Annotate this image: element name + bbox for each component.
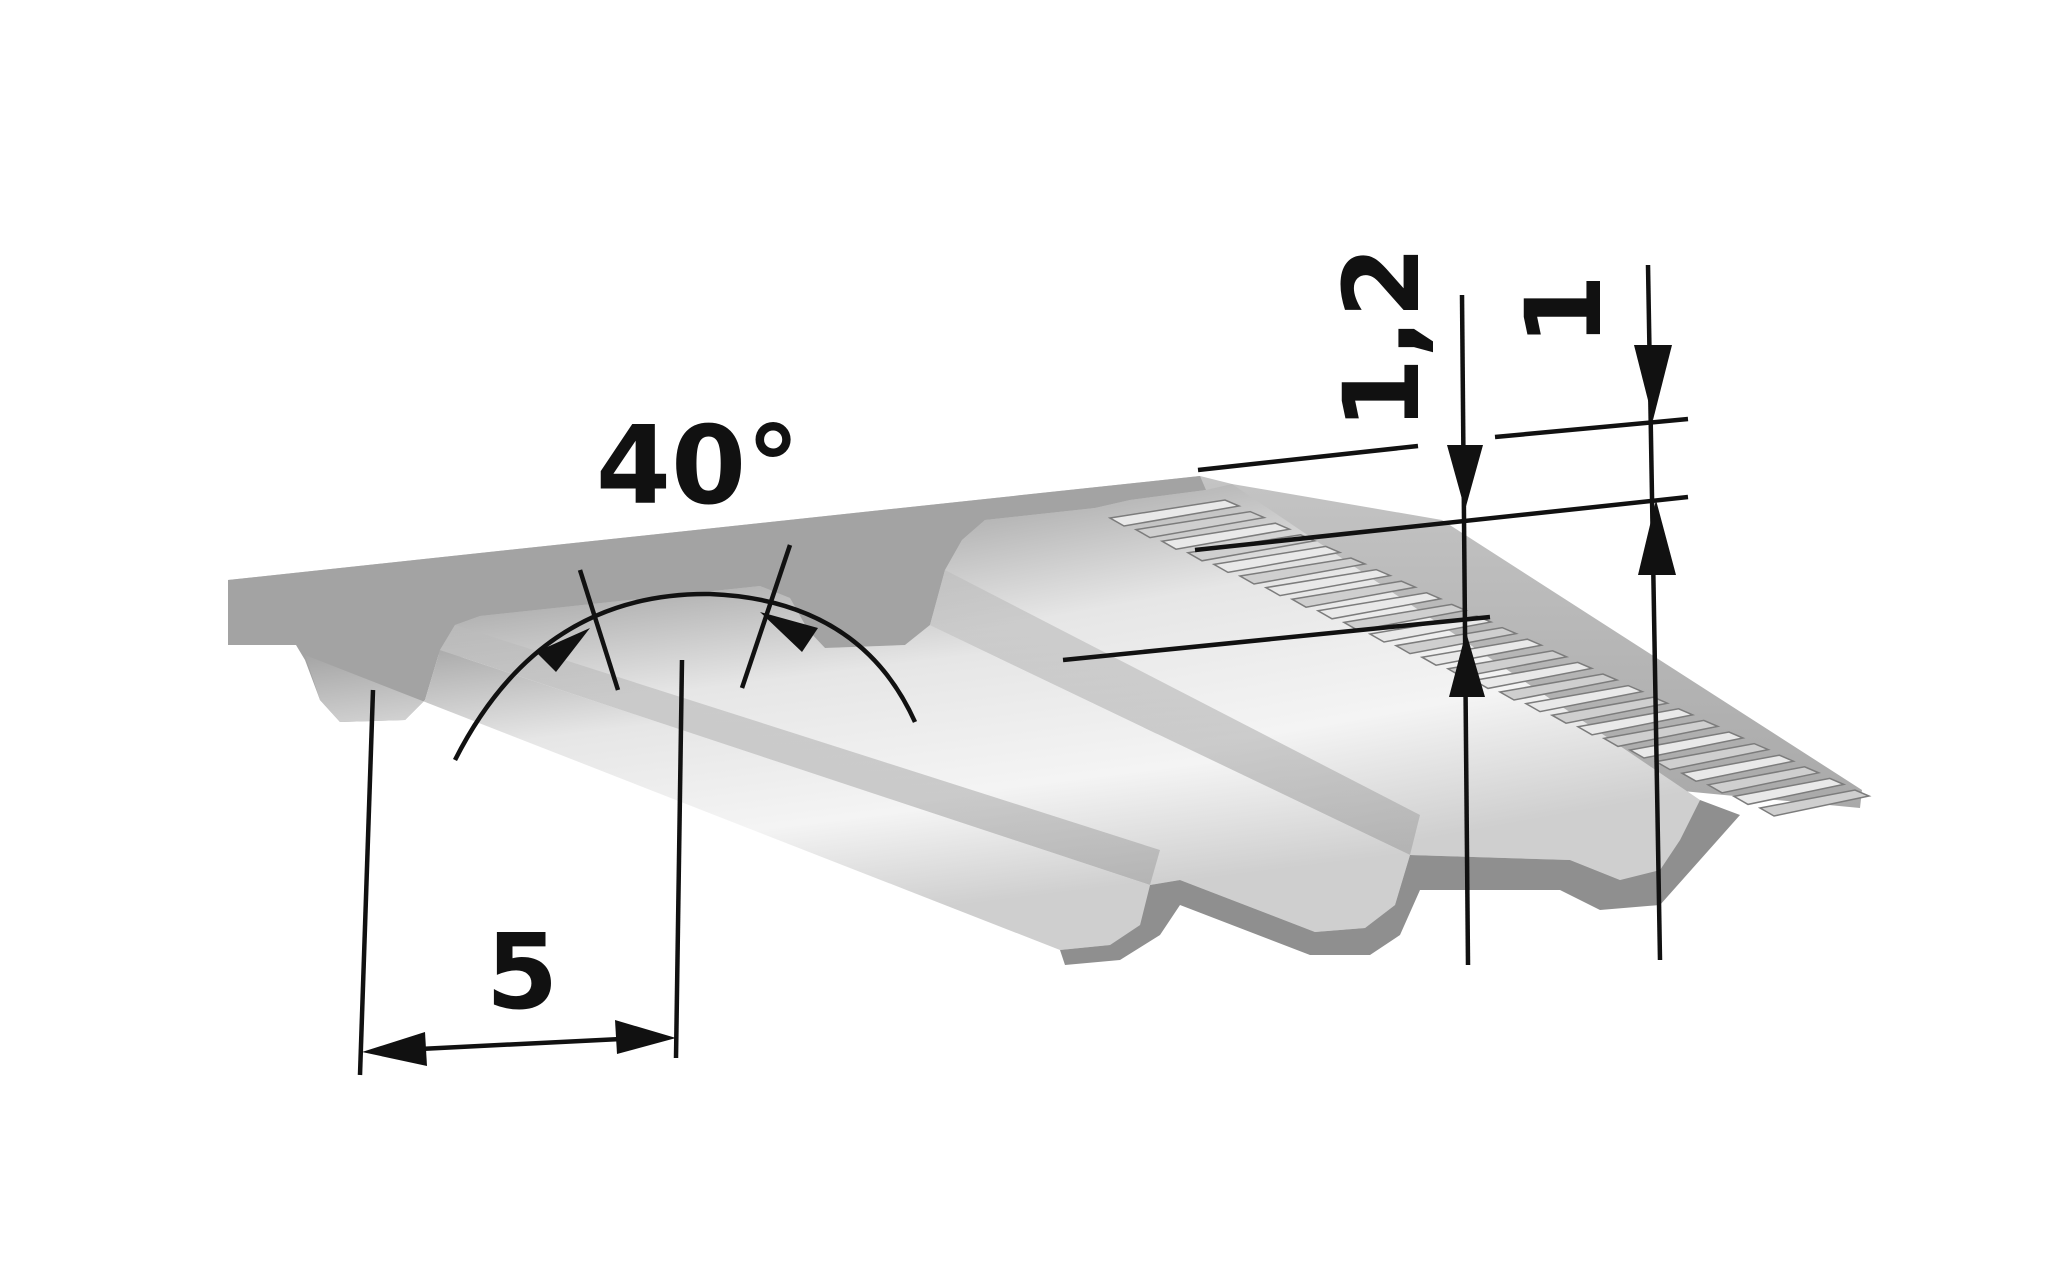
tension-cord	[1731, 777, 1847, 806]
angle-arrow-left	[536, 628, 590, 672]
height-extension-middle	[1194, 494, 1689, 553]
tooth-extension-top	[1494, 416, 1689, 440]
tension-cord	[1211, 545, 1343, 574]
pitch-label: 5	[486, 911, 558, 1033]
belt-end-face	[228, 476, 1206, 722]
tension-cord	[1653, 742, 1771, 771]
pitch-arrow-right	[615, 1020, 676, 1054]
angle-label: 40°	[596, 404, 800, 529]
tooth-arrow-bottom	[1638, 500, 1676, 575]
angle-arrow-right	[760, 612, 818, 652]
belt-valley-1	[440, 625, 1160, 885]
pitch-dimension: 5	[357, 659, 685, 1076]
height-extension-top	[1197, 443, 1419, 473]
tension-cord	[1419, 638, 1544, 666]
angle-dimension: 40°	[452, 404, 918, 762]
pitch-extension-left	[357, 689, 376, 1076]
angle-flank-line-left	[577, 569, 621, 691]
tension-cord	[1315, 592, 1444, 620]
tension-cord	[1679, 754, 1796, 782]
tension-cord	[1471, 661, 1595, 690]
total-height-dimension: 1,2	[1062, 246, 1689, 966]
height-arrow-top	[1447, 445, 1483, 510]
tension-cord	[1497, 673, 1620, 701]
pitch-arrow-left	[362, 1032, 427, 1066]
tension-cord	[1289, 580, 1418, 608]
tension-cord	[1107, 499, 1242, 527]
tooth-height-dimension: 1	[1494, 264, 1689, 961]
height-arrow-bottom	[1449, 632, 1485, 697]
tension-cord	[1133, 510, 1267, 539]
tension-cord	[1601, 719, 1721, 748]
tension-cord	[1523, 684, 1645, 713]
tension-cord	[1575, 708, 1696, 736]
tooth-arrow-top	[1634, 345, 1672, 420]
height-dimension-line	[1459, 294, 1471, 966]
total-height-label: 1,2	[1321, 246, 1443, 430]
tension-cord	[1705, 766, 1822, 794]
belt-valley-2	[930, 570, 1420, 855]
height-extension-bottom	[1062, 614, 1491, 663]
tension-cord	[1549, 696, 1670, 724]
tension-cord	[1263, 568, 1393, 597]
tension-cord	[1159, 522, 1293, 550]
angle-arc	[452, 591, 918, 762]
pitch-dimension-line	[399, 1035, 641, 1053]
tension-cord	[1757, 789, 1872, 817]
belt-side-profile	[1060, 800, 1740, 965]
pitch-extension-right	[673, 659, 685, 1059]
belt-tooth-3	[930, 484, 1700, 880]
tooth-height-label: 1	[1503, 274, 1625, 346]
belt-tooth-1	[305, 650, 1150, 950]
tension-cord	[1237, 557, 1368, 585]
